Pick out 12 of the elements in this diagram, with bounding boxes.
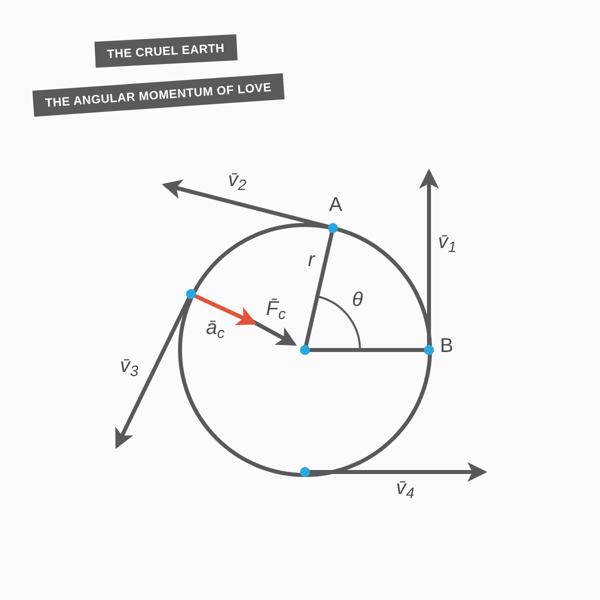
math-label: F̄$_{c}$ [266, 299, 286, 319]
math-label: ā$_{c}$ [206, 318, 225, 338]
math-label: B [440, 336, 454, 356]
title-banner: THE CRUEL EARTH [94, 34, 238, 68]
math-label: A [329, 195, 342, 215]
title-banner: THE ANGULAR MOMENTUM OF LOVE [32, 73, 284, 117]
math-label: v̄$_{4}$ [396, 478, 414, 498]
math-label: v̄$_{1}$ [438, 232, 456, 252]
math-label: r [308, 250, 315, 270]
math-label: v̄$_{3}$ [120, 356, 138, 376]
math-label: θ [352, 290, 363, 310]
math-label: v̄$_{2}$ [228, 170, 246, 190]
